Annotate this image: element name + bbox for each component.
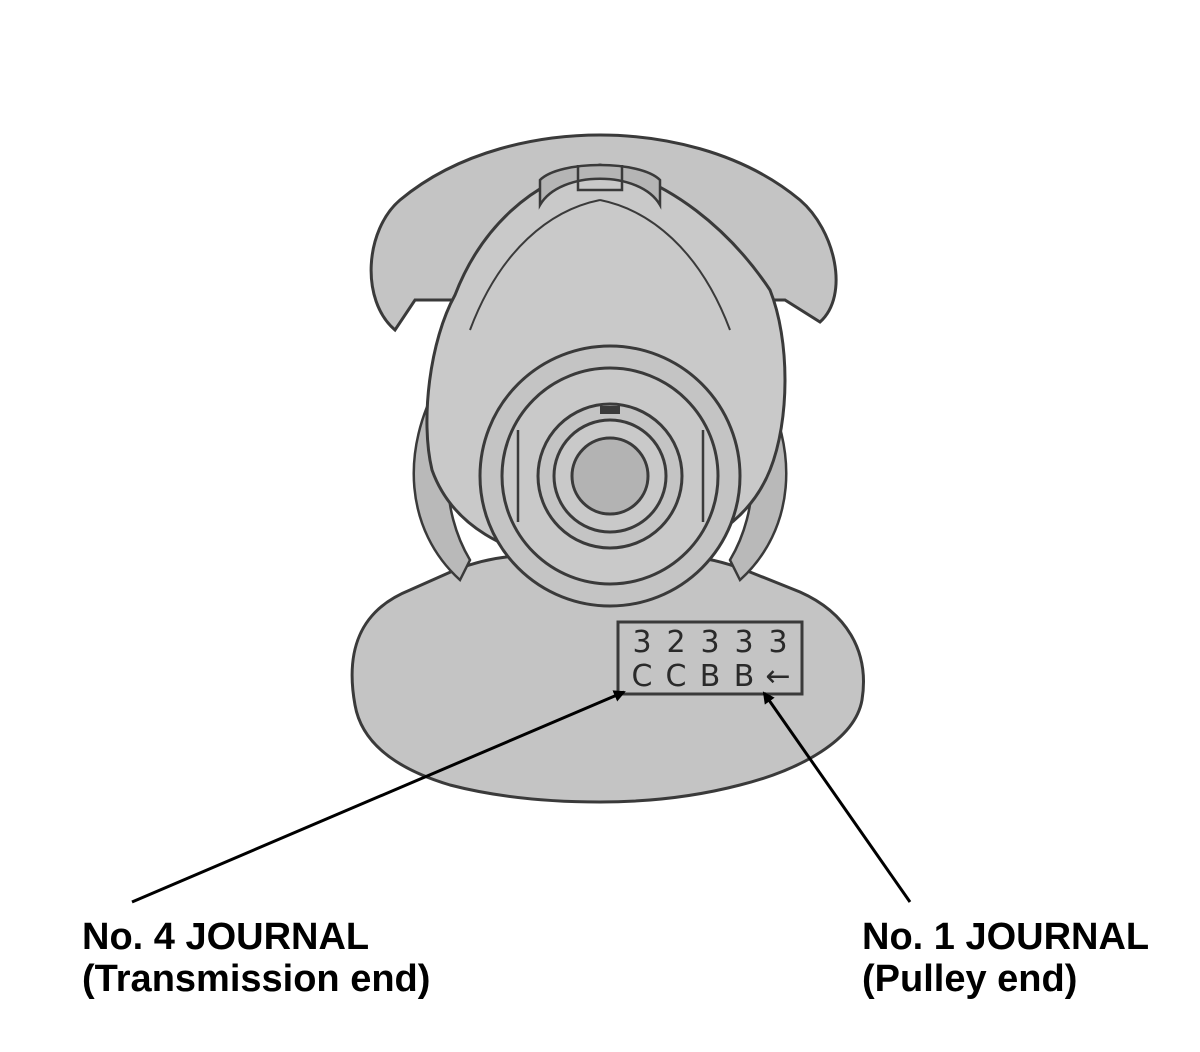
- callout-no4-journal-subtitle: (Transmission end): [82, 958, 431, 1000]
- keyway-notch: [600, 406, 620, 414]
- callout-no1-journal: No. 1 JOURNAL (Pulley end): [862, 916, 1149, 1000]
- code-marks: 3 C 2 C 3 B 3 B 3 ←: [632, 625, 791, 694]
- code-mark-1-top: 3: [632, 625, 651, 660]
- code-mark-2-bottom: C: [666, 659, 687, 694]
- callout-no1-journal-subtitle: (Pulley end): [862, 958, 1078, 1000]
- code-mark-5-top: 3: [768, 625, 787, 660]
- center-bore: [570, 436, 650, 516]
- leader-arrow-no1-journal: [762, 691, 912, 903]
- leader-arrow-no4-journal: [131, 690, 626, 904]
- code-mark-4-bottom: B: [734, 659, 755, 694]
- code-mark-1-bottom: C: [632, 659, 653, 694]
- code-mark-2-top: 2: [666, 625, 685, 660]
- crank-pin-neck: [576, 165, 624, 192]
- code-mark-5-bottom: ←: [765, 659, 790, 694]
- callout-no4-journal: No. 4 JOURNAL (Transmission end): [82, 916, 430, 1000]
- web-contour-right: [599, 199, 731, 331]
- code-mark-3-bottom: B: [700, 659, 721, 694]
- web-contour-left: [469, 199, 601, 331]
- code-mark-3-top: 3: [700, 625, 719, 660]
- code-mark-4-top: 3: [734, 625, 753, 660]
- callout-no4-journal-title: No. 4 JOURNAL: [82, 916, 370, 958]
- code-mark-box: [616, 620, 804, 696]
- crank-pin-top: [538, 163, 662, 210]
- lower-counterweight: [350, 554, 865, 804]
- callout-no1-journal-title: No. 1 JOURNAL: [862, 916, 1150, 958]
